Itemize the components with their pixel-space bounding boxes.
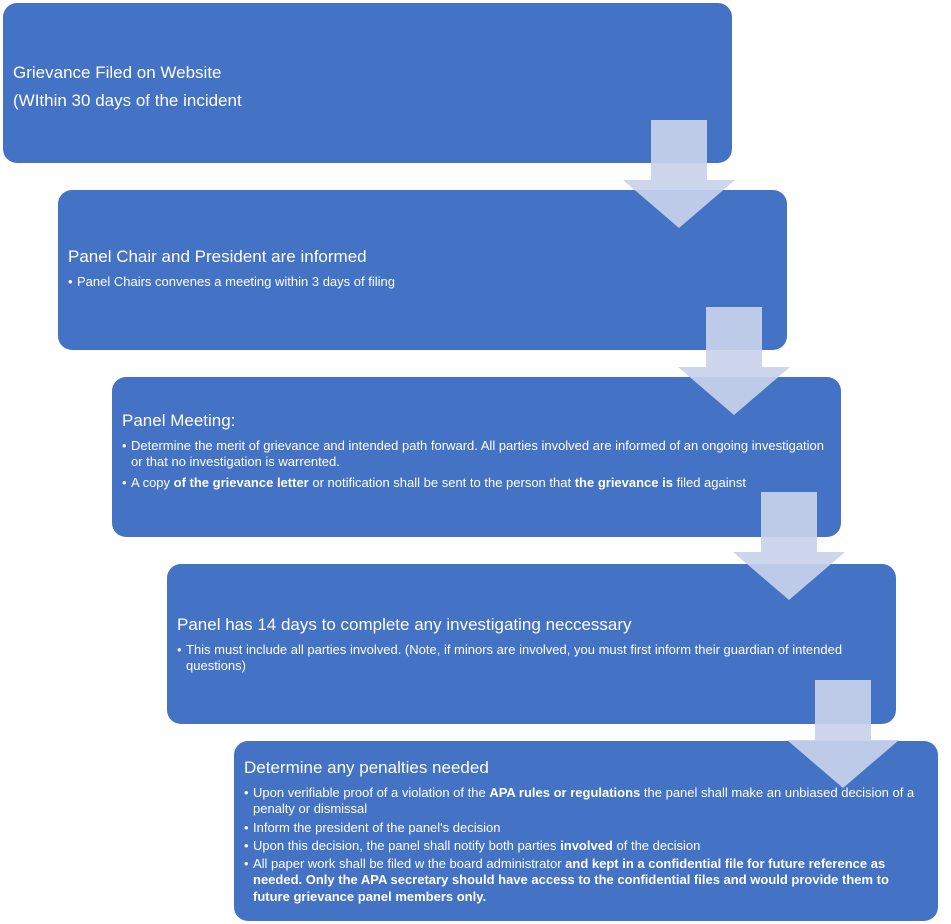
- step-3-bullet-2-text-1: A copy: [131, 474, 174, 490]
- step-4-title: Panel has 14 days to complete any invest…: [177, 615, 632, 634]
- step-1-title-line-2: (WIthin 30 days of the incident: [13, 91, 242, 110]
- step-5-bullets: Upon verifiable proof of a violation of …: [244, 785, 928, 905]
- step-5-bullet-1: Upon verifiable proof of a violation of …: [244, 785, 928, 818]
- down-arrow-icon: [733, 492, 845, 600]
- step-4-bullets: This must include all parties involved. …: [177, 642, 886, 675]
- step-3-bullet-2-text-2: or notification shall be sent to the per…: [308, 474, 575, 490]
- step-2-chair-informed: Panel Chair and President are informed P…: [58, 190, 787, 350]
- down-arrow-icon: [787, 680, 899, 788]
- step-2-title: Panel Chair and President are informed: [68, 247, 367, 266]
- step-5-bullet-4-bold: and kept in a confidential file for futu…: [253, 856, 889, 904]
- step-2-bullet: Panel Chairs convenes a meeting within 3…: [68, 274, 777, 291]
- step-3-bullets: Determine the merit of grievance and int…: [122, 438, 831, 491]
- step-5-bullet-1-text-1: Upon verifiable proof of a violation of …: [253, 785, 490, 801]
- down-arrow-icon: [623, 120, 735, 228]
- step-5-bullet-4-text-1: All paper work shall be filed w the boar…: [253, 856, 566, 872]
- step-4-bullet: This must include all parties involved. …: [177, 642, 886, 675]
- step-3-bullet-2-bold-2: the grievance is: [574, 474, 673, 490]
- step-4-investigation: Panel has 14 days to complete any invest…: [167, 564, 896, 724]
- step-5-bullet-3: Upon this decision, the panel shall noti…: [244, 837, 928, 855]
- step-5-bullet-4: All paper work shall be filed w the boar…: [244, 856, 928, 905]
- step-1-grievance-filed: Grievance Filed on Website (WIthin 30 da…: [3, 3, 732, 163]
- step-3-bullet-2-bold-1: of the grievance letter: [173, 474, 309, 490]
- step-5-penalties: Determine any penalties needed Upon veri…: [234, 741, 938, 921]
- down-arrow-icon: [678, 307, 790, 415]
- step-5-bullet-3-text-1: Upon this decision, the panel shall noti…: [253, 837, 561, 853]
- step-3-panel-meeting: Panel Meeting: Determine the merit of gr…: [112, 377, 841, 537]
- step-5-bullet-3-bold: involved: [560, 837, 613, 853]
- step-5-title: Determine any penalties needed: [244, 758, 489, 777]
- step-3-title: Panel Meeting:: [122, 411, 236, 430]
- step-1-title-line-1: Grievance Filed on Website: [13, 63, 222, 82]
- step-5-bullet-1-bold: APA rules or regulations: [489, 785, 641, 801]
- step-5-bullet-2: Inform the president of the panel's deci…: [244, 820, 928, 837]
- step-5-bullet-3-text-2: of the decision: [612, 837, 701, 853]
- step-3-bullet-2-text-3: filed against: [672, 474, 746, 490]
- step-3-bullet-1: Determine the merit of grievance and int…: [122, 438, 831, 471]
- step-2-bullets: Panel Chairs convenes a meeting within 3…: [68, 274, 777, 291]
- step-3-bullet-2: A copy of the grievance letter or notifi…: [122, 474, 831, 492]
- step-5-bullet-1-text-2: the panel shall make an unbiased decisio…: [253, 785, 915, 817]
